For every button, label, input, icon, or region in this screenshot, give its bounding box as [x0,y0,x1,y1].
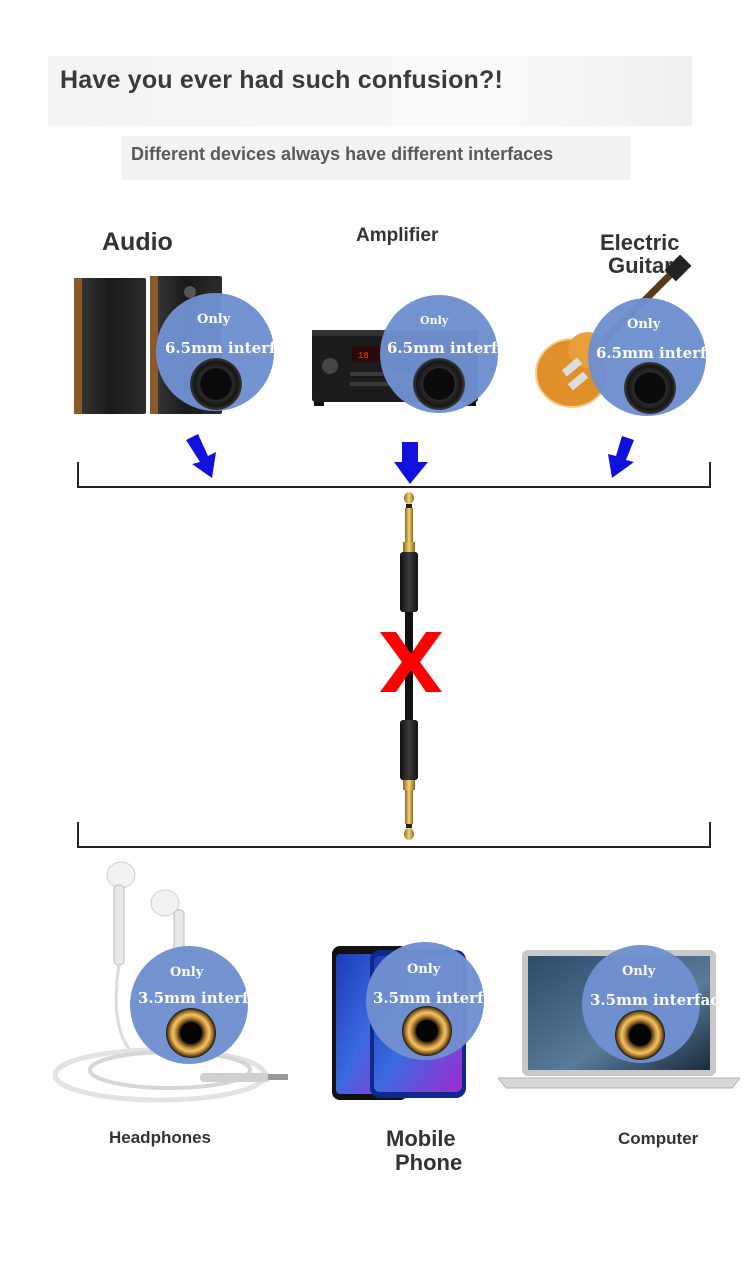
cross-icon [380,632,442,692]
subtitle-band [122,136,630,180]
arrow-down-icon [186,434,216,478]
guitar-label-line2: Guitar [608,253,673,278]
jack-6-5mm-icon [624,362,676,414]
arrow-down-icon [394,442,428,484]
phone-label-line1: Mobile [386,1126,456,1151]
phone-only-text: Only [407,962,441,977]
audio-label: Audio [102,228,173,256]
jack-6-5mm-icon [413,358,465,410]
computer-label: Computer [618,1129,699,1148]
jack-3-5mm-icon [615,1010,665,1060]
amplifier-only-text: Only [420,314,449,327]
jack-3-5mm-icon [402,1006,452,1056]
jack-3-5mm-icon [166,1008,216,1058]
page-subtitle: Different devices always have different … [131,144,554,164]
phone-interface-text: 3.5mm interface [373,989,512,1007]
guitar-interface-text: 6.5mm interface [596,344,735,362]
headphones-interface-text: 3.5mm interface [138,989,277,1007]
phone-label-line2: Phone [395,1150,463,1175]
computer-only-text: Only [622,964,656,979]
amplifier-label: Amplifier [356,225,439,246]
svg-text:18: 18 [358,351,369,361]
title-band [48,56,692,126]
audio-only-text: Only [197,312,231,327]
audio-interface-text: 6.5mm interface [165,339,304,357]
computer-interface-text: 3.5mm interface [590,991,729,1009]
amplifier-interface-text: 6.5mm interface [387,339,526,357]
jack-6-5mm-icon [190,358,242,410]
bottom-bracket-line [77,822,711,848]
guitar-only-text: Only [627,317,661,332]
guitar-label-line1: Electric [600,230,680,255]
top-bracket-line [77,462,711,488]
headphones-only-text: Only [170,965,204,980]
headphones-label: Headphones [109,1128,212,1147]
page-title: Have you ever had such confusion?! [60,66,504,94]
arrow-down-icon [608,436,634,478]
